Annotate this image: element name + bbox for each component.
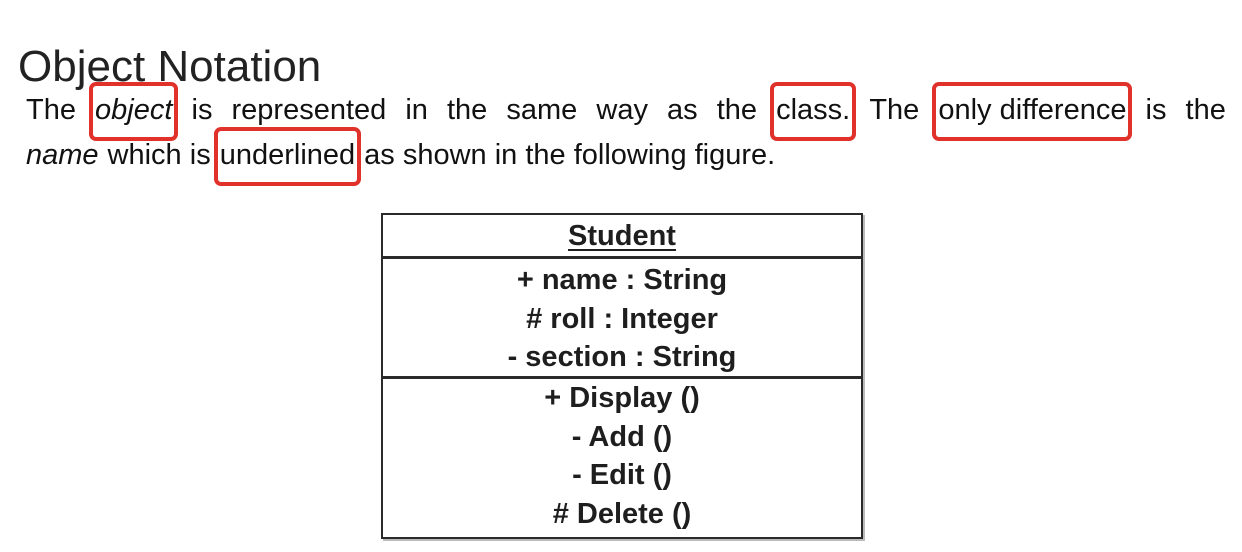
word: way — [596, 94, 648, 126]
highlight-underlined: underlined — [213, 127, 362, 186]
uml-operations-compartment: + Display () - Add () - Edit () # Delete… — [383, 379, 861, 533]
uml-name-compartment: Student — [383, 215, 861, 259]
phrase: as shown in the following figure. — [364, 139, 776, 171]
uml-operation: + Display () — [544, 382, 700, 414]
uml-attributes-compartment: + name : String # roll : Integer - secti… — [383, 259, 861, 379]
paragraph-line-2: name which is underlined as shown in the… — [26, 127, 1226, 186]
word: represented — [231, 94, 387, 126]
word: is — [191, 94, 213, 126]
uml-operation: - Add () — [571, 420, 673, 453]
word: The — [26, 94, 76, 126]
uml-object-diagram: Student + name : String # roll : Integer… — [381, 213, 863, 539]
uml-attribute: # roll : Integer — [526, 302, 718, 335]
page-title: Object Notation — [18, 42, 322, 92]
word: the — [447, 94, 488, 126]
highlight-class: class. — [770, 82, 857, 141]
word-name: name — [26, 139, 99, 171]
highlight-only-difference: only difference — [932, 82, 1133, 141]
paragraph-line-1: The object is represented in the same wa… — [26, 82, 1226, 141]
highlight-object: object — [89, 82, 179, 141]
phrase: which is — [107, 139, 211, 171]
word: is — [1145, 94, 1167, 126]
uml-attribute: - section : String — [507, 341, 737, 373]
uml-attribute: + name : String — [516, 264, 728, 296]
uml-operation: # Delete () — [552, 497, 692, 530]
word: the — [716, 94, 758, 126]
description-paragraph: The object is represented in the same wa… — [26, 82, 1226, 186]
word: the — [1185, 94, 1226, 126]
uml-operation: - Edit () — [572, 459, 672, 491]
word: as — [667, 94, 698, 126]
word: in — [405, 94, 428, 126]
uml-object-name: Student — [568, 220, 676, 252]
word: The — [869, 94, 920, 126]
word: same — [506, 94, 578, 126]
